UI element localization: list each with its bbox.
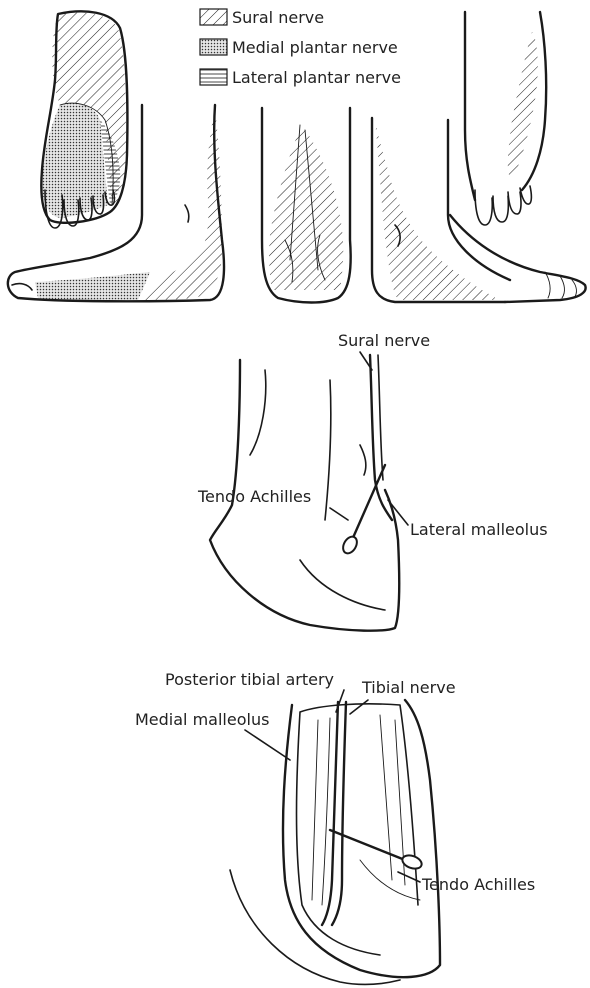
lateral-sural-region xyxy=(375,120,500,300)
leader-posterior-tibial-artery xyxy=(336,690,344,712)
sole-medial-plantar-region xyxy=(42,103,108,218)
label-sural-nerve: Sural nerve xyxy=(338,331,430,350)
needle-hub xyxy=(340,534,359,556)
legend-label-sural: Sural nerve xyxy=(232,8,324,27)
legend-swatch-sural xyxy=(200,9,227,25)
medial-sural-region xyxy=(140,110,222,300)
dorsal-view xyxy=(450,12,586,302)
label-tendo-achilles-bottom: Tendo Achilles xyxy=(421,875,535,894)
sural-nerve-line-inner xyxy=(378,355,383,480)
dorsal-toes xyxy=(475,186,531,225)
dissection-outline xyxy=(283,700,440,977)
posterior-sural-region xyxy=(269,125,343,290)
block-needle xyxy=(352,465,385,540)
legend-label-medial-plantar: Medial plantar nerve xyxy=(232,38,398,57)
dissection-tendon-fibres xyxy=(312,715,420,905)
legend-swatch-lateral-plantar xyxy=(200,69,227,85)
label-tendo-achilles-mid: Tendo Achilles xyxy=(197,487,311,506)
legend-label-lateral-plantar: Lateral plantar nerve xyxy=(232,68,401,87)
leader-tibial-nerve xyxy=(350,700,368,714)
sole-view xyxy=(41,11,127,228)
posterior-tibial-artery xyxy=(322,702,338,925)
label-posterior-tibial-artery: Posterior tibial artery xyxy=(165,670,334,689)
leader-tendo-mid xyxy=(330,508,348,520)
legend-swatch-medial-plantar xyxy=(200,39,227,55)
leader-lateral-malleolus xyxy=(388,500,408,525)
sural-block-panel: Sural nerve Tendo Achilles Lateral malle… xyxy=(197,331,548,631)
label-lateral-malleolus: Lateral malleolus xyxy=(410,520,548,539)
posterior-view xyxy=(262,108,351,303)
lower-heel-outline xyxy=(230,870,400,984)
leader-medial-malleolus xyxy=(245,730,290,760)
dorsal-sural-strip xyxy=(508,32,538,180)
label-medial-malleolus: Medial malleolus xyxy=(135,710,269,729)
medial-plantar-region xyxy=(35,272,150,300)
legend: Sural nerve Medial plantar nerve Lateral… xyxy=(200,8,401,87)
dissection-panel: Posterior tibial artery Tibial nerve Med… xyxy=(135,670,535,984)
label-tibial-nerve: Tibial nerve xyxy=(361,678,456,697)
lateral-heel-view xyxy=(372,118,510,302)
